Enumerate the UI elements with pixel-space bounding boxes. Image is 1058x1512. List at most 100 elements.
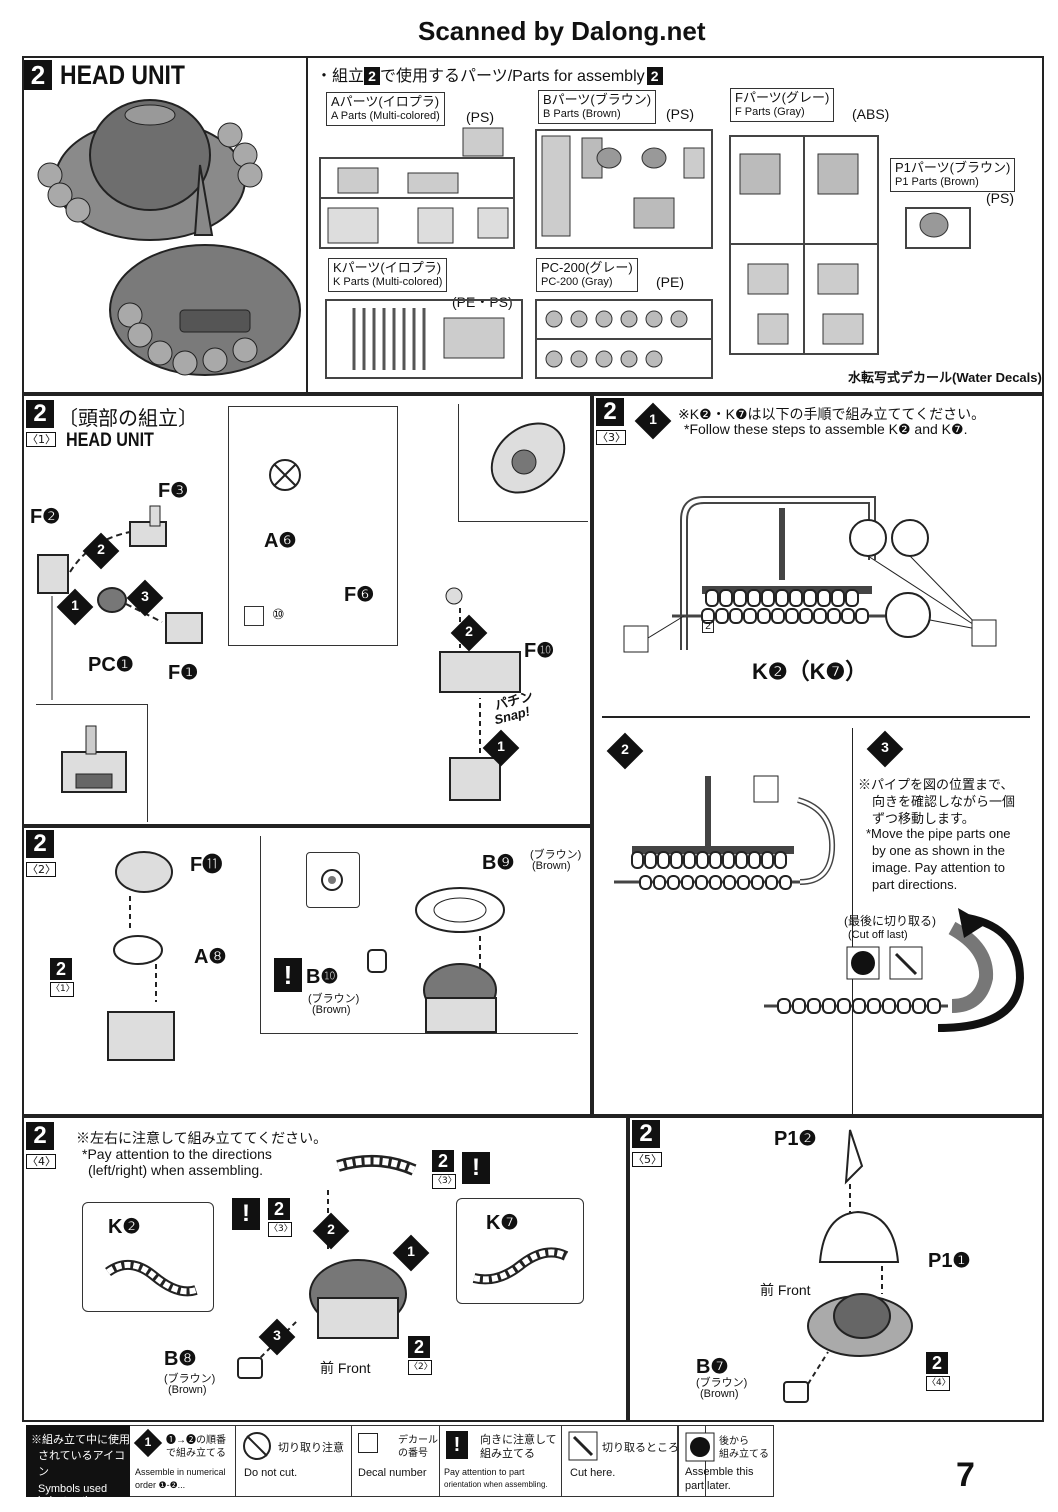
step-4-note-jp: ※左右に注意して組み立ててください。 xyxy=(76,1130,328,1146)
step-3-move-en-4: part directions. xyxy=(872,877,958,892)
attention-icon-3: ! xyxy=(232,1198,260,1230)
runner-p1-sprue xyxy=(905,207,971,249)
runner-pc200-label: PC-200(グレー) PC-200 (Gray) xyxy=(536,258,638,292)
arrow-step-4-3-num: 3 xyxy=(273,1327,281,1343)
cut-here-legend-icon xyxy=(568,1431,598,1461)
step-2-inset xyxy=(260,836,578,1034)
step-1-parts-illustration xyxy=(37,505,203,700)
k-runner-tag: 2 xyxy=(702,620,714,633)
part-b7-label: B❼ xyxy=(696,1356,729,1378)
legend-assemble-later: 後から 組み立てる Assemble this part later. xyxy=(678,1425,774,1497)
part-a6-label: A❻ xyxy=(264,530,297,552)
runner-a-label: Aパーツ(イロプラ) A Parts (Multi-colored) xyxy=(326,92,445,126)
step-3-sub2-num: 2 xyxy=(621,741,629,757)
step-1-title-en: HEAD UNIT xyxy=(66,430,154,451)
runner-f-material: (ABS) xyxy=(852,106,890,122)
runner-k-label: Kパーツ(イロプラ) K Parts (Multi-colored) xyxy=(328,258,448,292)
step-3-sub1-num: 1 xyxy=(649,411,657,427)
decal-10-icon xyxy=(244,606,264,626)
runner-p1-label: P1パーツ(ブラウン) P1 Parts (Brown) xyxy=(890,158,1016,192)
scan-credit: Scanned by Dalong.net xyxy=(418,16,706,46)
step-3-sub3-divider xyxy=(852,728,853,1114)
legend-orientation: ! 向きに注意して 組み立てる Pay attention to part or… xyxy=(440,1425,562,1497)
ref-step-3-number: 2 xyxy=(432,1150,454,1172)
step-3-sub-divider xyxy=(602,716,1030,718)
runner-a-material: (PS) xyxy=(466,109,494,125)
part-f3-label: F❸ xyxy=(158,480,189,502)
runner-k-sprue xyxy=(325,299,523,379)
step-1-title-jp: 〔頭部の組立〕 xyxy=(58,408,198,430)
inset-top-right xyxy=(458,404,588,522)
runner-k-material: (PE・PS) xyxy=(452,294,513,310)
step-5-sub: 〈5〉 xyxy=(632,1152,662,1167)
step-4-panel xyxy=(22,1116,628,1422)
step-3-move-jp-1: ※パイプを図の位置まで、 xyxy=(858,777,1014,792)
step-3-move-jp-3: ずつ移動します。 xyxy=(872,811,975,826)
step-4-note-en-1: *Pay attention to the directions xyxy=(82,1146,272,1162)
step-2-number: 2 xyxy=(26,830,54,858)
ref-step-4-number: 2 xyxy=(926,1352,948,1374)
part-k2-label: K❷ xyxy=(108,1216,141,1238)
ref-step-3-sub: 〈3〉 xyxy=(432,1174,457,1189)
part-p12-label: P1❷ xyxy=(774,1128,817,1150)
k2-pipe-illustration xyxy=(105,1260,198,1297)
part-b10-label: B❿ xyxy=(306,966,339,988)
step-4-main-illustration xyxy=(237,1154,417,1379)
legend-numerical-order: 1 ❶→❷の順番 で組み立てる Assemble in numerical or… xyxy=(130,1425,236,1497)
assemble-later-legend-icon xyxy=(685,1432,715,1462)
step-3-move-en-2: by one as shown in the xyxy=(872,843,1005,858)
part-b10-color-jp: (ブラウン) xyxy=(308,993,360,1005)
step-5-front-label: 前 Front xyxy=(760,1282,811,1298)
part-b8-color-en: (Brown) xyxy=(168,1384,207,1396)
head-unit-divider xyxy=(306,56,308,394)
step-5-number: 2 xyxy=(632,1120,660,1148)
step-3-move-en-1: *Move the pipe parts one xyxy=(866,826,1011,841)
arrow-step-1b-num: 2 xyxy=(465,623,473,639)
step-3-sub: 〈3〉 xyxy=(596,430,626,445)
runner-b-label: Bパーツ(ブラウン) B Parts (Brown) xyxy=(538,90,657,124)
step-1-number: 2 xyxy=(26,400,54,428)
step-4-note-en-2: (left/right) when assembling. xyxy=(88,1162,264,1178)
runner-b-sprue xyxy=(535,129,713,249)
part-b7-color-en: (Brown) xyxy=(700,1388,739,1400)
part-b10-color-en: (Brown) xyxy=(312,1004,351,1016)
step-number-badge: 2 xyxy=(24,60,52,90)
step-4-number: 2 xyxy=(26,1122,54,1150)
step-2-left-illustration xyxy=(107,851,175,1061)
step-3-move-en-3: image. Pay attention to xyxy=(872,860,1005,875)
step-4-sub: 〈4〉 xyxy=(26,1154,56,1169)
inset-a6-detail xyxy=(228,406,398,646)
runner-pc200-material: (PE) xyxy=(656,274,684,290)
step-3-panel xyxy=(592,394,1044,1116)
page-number: 7 xyxy=(956,1456,975,1494)
part-f11-label: F⓫ xyxy=(190,854,223,876)
arrow-step-1-num: 1 xyxy=(71,597,79,613)
part-p11-label: P1❶ xyxy=(928,1250,971,1272)
ref-step-1-number: 2 xyxy=(50,958,72,980)
step-4-front-label: 前 Front xyxy=(320,1360,371,1376)
arrow-step-1c-num: 1 xyxy=(497,738,505,754)
runner-a-sprue xyxy=(319,127,515,249)
step-3-number: 2 xyxy=(596,398,624,426)
part-pc1-label: PC❶ xyxy=(88,654,134,676)
decal-number-legend-icon xyxy=(358,1433,378,1453)
cut-off-last-jp: (最後に切り取る) xyxy=(844,914,936,928)
step-2-panel xyxy=(22,826,592,1116)
arrow-step-4-2-num: 2 xyxy=(327,1221,335,1237)
part-f1-label: F❶ xyxy=(168,662,199,684)
ref-step-3b-number: 2 xyxy=(268,1198,290,1220)
runner-pc200-sprue xyxy=(535,299,713,379)
decal-10-number: ⑩ xyxy=(272,606,285,622)
ref-step-4-sub: 〈4〉 xyxy=(926,1376,951,1391)
k7-pipe-illustration xyxy=(472,1247,569,1285)
step-2-detail-bubble xyxy=(306,852,360,908)
runner-b-material: (PS) xyxy=(666,106,694,122)
b10-detail-illustration xyxy=(321,869,343,891)
legend-title-block: ※組み立て中に使用 されているアイコン Symbols used in inst… xyxy=(26,1425,130,1507)
detail-inset-small xyxy=(36,704,148,822)
water-decals-label: 水転写式デカール(Water Decals) xyxy=(848,370,1042,385)
step-2-sub: 〈2〉 xyxy=(26,862,56,877)
legend-cut-here: 切り取るところ Cut here. xyxy=(562,1425,679,1497)
pipe-move-illustration xyxy=(764,908,1025,1032)
